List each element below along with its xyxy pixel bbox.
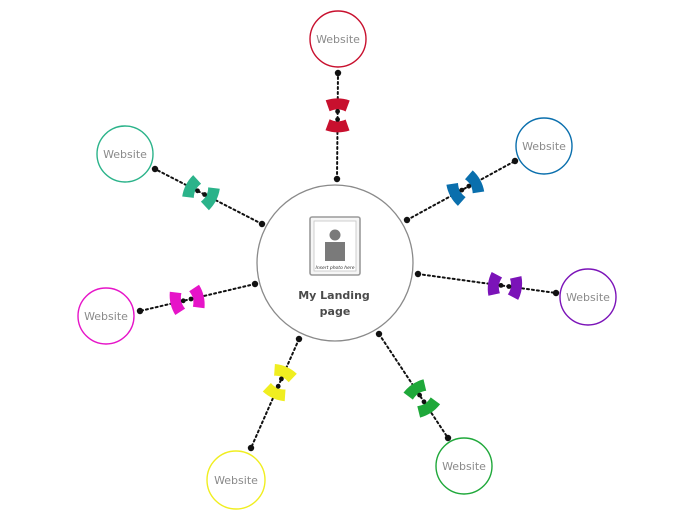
- satellite-circle: [515, 117, 573, 175]
- satellite-node-bottom-right[interactable]: Website: [435, 437, 493, 495]
- connector-dot-inner-bottom: [295, 335, 303, 343]
- connector-dot-inner-left: [251, 280, 259, 288]
- bowtie-dot: [498, 283, 504, 288]
- center-node[interactable]: Insert photo here My Landing page: [256, 184, 414, 342]
- satellite-label: Website: [84, 310, 128, 323]
- satellite-circle: [96, 125, 154, 183]
- connector-dot-inner-top-right: [403, 216, 411, 224]
- bowtie-wing: [417, 397, 441, 418]
- connector-dot-outer-bottom-right: [444, 434, 452, 442]
- connector-dot-inner-right: [414, 270, 422, 278]
- bowtie-dot: [279, 376, 284, 382]
- bowtie-wing: [446, 183, 466, 206]
- bowtie-wing: [403, 379, 427, 400]
- bowtie-icon: [446, 170, 485, 206]
- center-title-line2: page: [320, 305, 351, 318]
- person-photo-icon: Insert photo here: [309, 216, 361, 276]
- satellite-label: Website: [316, 33, 360, 46]
- bowtie-icon: [487, 272, 523, 300]
- connector-dot-inner-top-left: [258, 220, 266, 228]
- center-title-line1: My Landing: [298, 289, 370, 302]
- satellite-label: Website: [214, 474, 258, 487]
- bowtie-dot: [335, 109, 340, 114]
- connector-dot-outer-top-left: [151, 165, 159, 173]
- bowtie-wing: [465, 170, 485, 194]
- bowtie-dot: [180, 298, 186, 304]
- satellite-label: Website: [522, 140, 566, 153]
- photo-caption: Insert photo here: [316, 265, 355, 271]
- bowtie-dot: [202, 192, 208, 197]
- bowtie-wing: [262, 383, 286, 402]
- bowtie-dot: [466, 183, 472, 189]
- connector-dot-outer-top: [334, 69, 342, 77]
- bowtie-dot: [506, 284, 512, 289]
- bowtie-dot: [417, 392, 422, 398]
- bowtie-dot: [421, 399, 427, 405]
- bowties-layer: [169, 98, 523, 418]
- bowtie-dot: [459, 187, 465, 193]
- connector-dot-inner-bottom-right: [375, 330, 383, 338]
- connector-dot-outer-left: [136, 307, 144, 315]
- satellite-label: Website: [103, 148, 147, 161]
- bowtie-dot: [335, 117, 340, 122]
- satellite-node-bottom[interactable]: Website: [206, 450, 266, 510]
- bowtie-wing: [274, 364, 297, 383]
- bowtie-wing: [325, 98, 350, 112]
- connector-dot-outer-top-right: [511, 157, 519, 165]
- connector-dot-inner-top: [333, 175, 341, 183]
- bowtie-wing: [200, 187, 220, 211]
- bowtie-dot: [275, 383, 281, 389]
- satellites-layer: WebsiteWebsiteWebsiteWebsiteWebsiteWebsi…: [77, 10, 617, 510]
- satellite-node-left[interactable]: Website: [77, 287, 135, 345]
- bowtie-wing: [325, 119, 350, 133]
- satellite-circle: [206, 450, 266, 510]
- bowtie-dot: [188, 296, 194, 302]
- bowtie-icon: [182, 175, 220, 211]
- satellite-label: Website: [442, 460, 486, 473]
- bowtie-icon: [403, 379, 441, 418]
- bowtie-icon: [262, 364, 297, 402]
- satellite-label: Website: [566, 291, 610, 304]
- connector-right: [417, 273, 557, 294]
- bowtie-wing: [182, 175, 202, 198]
- bowtie-wing: [169, 291, 186, 315]
- satellite-node-right[interactable]: Website: [559, 268, 617, 326]
- bowtie-icon: [169, 284, 205, 315]
- connector-dot-outer-right: [552, 289, 560, 297]
- bowtie-wing: [487, 272, 503, 296]
- bowtie-dot: [195, 188, 200, 194]
- satellite-circle: [435, 437, 493, 495]
- satellite-circle: [559, 268, 617, 326]
- satellite-circle: [77, 287, 135, 345]
- bowtie-icon: [325, 98, 350, 133]
- connector-top: [336, 72, 339, 180]
- satellite-node-top-left[interactable]: Website: [96, 125, 154, 183]
- satellite-circle: [309, 10, 367, 68]
- bowtie-wing: [507, 276, 523, 300]
- connector-dot-outer-bottom: [247, 444, 255, 452]
- bowtie-wing: [189, 284, 205, 309]
- satellite-node-top-right[interactable]: Website: [515, 117, 573, 175]
- satellite-node-top[interactable]: Website: [309, 10, 367, 68]
